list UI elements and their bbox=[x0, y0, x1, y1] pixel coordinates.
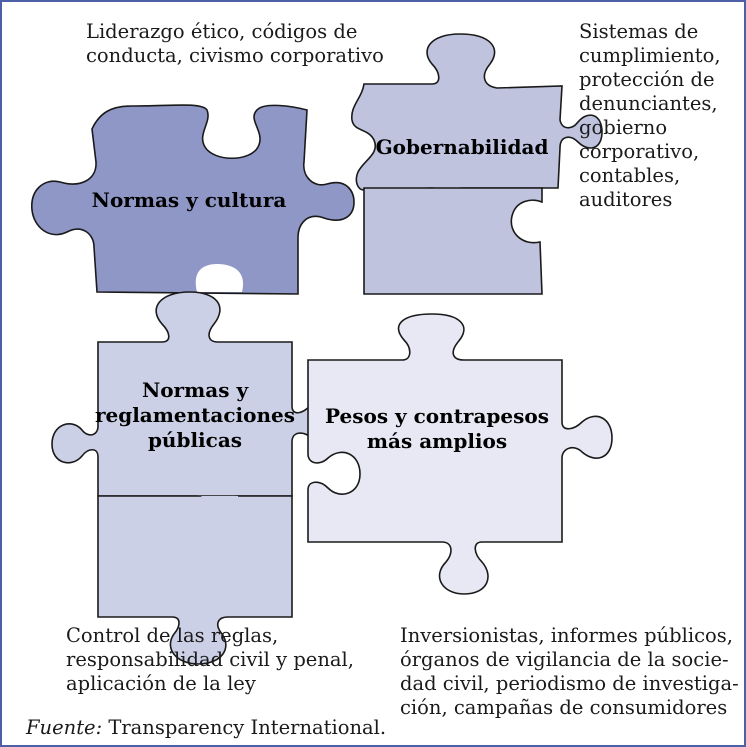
piece-gobernabilidad bbox=[351, 33, 603, 237]
note-normas-reglamentaciones: Control de las reglas, responsabilidad c… bbox=[66, 624, 354, 695]
piece-pesos-contrapesos bbox=[307, 313, 613, 595]
note-normas-y-cultura: Liderazgo ético, códigos de conducta, ci… bbox=[86, 20, 384, 67]
piece-normas-y-cultura-notch bbox=[195, 264, 244, 292]
note-gobernabilidad: Sistemas de cumplimiento, protección de … bbox=[579, 20, 721, 211]
piece-normas-reglamentaciones-lower bbox=[97, 495, 293, 665]
piece-label-normas-reglamentaciones: Normas y reglamentaciones públicas bbox=[94, 378, 296, 452]
source-text: Transparency International. bbox=[102, 716, 387, 739]
bottom-left-bite bbox=[194, 496, 239, 536]
note-pesos-contrapesos: Inversionistas, informes públicos, órgan… bbox=[400, 624, 739, 719]
piece-label-pesos-contrapesos: Pesos y contrapesos más amplios bbox=[325, 404, 549, 453]
piece-normas-y-cultura bbox=[31, 104, 355, 295]
piece-label-normas-y-cultura: Normas y cultura bbox=[91, 188, 287, 212]
piece-gobernabilidad-lower bbox=[363, 187, 543, 295]
source-note: Fuente: Transparency International. bbox=[26, 716, 386, 740]
source-label: Fuente: bbox=[26, 716, 103, 739]
piece-label-gobernabilidad: Gobernabilidad bbox=[375, 135, 549, 159]
